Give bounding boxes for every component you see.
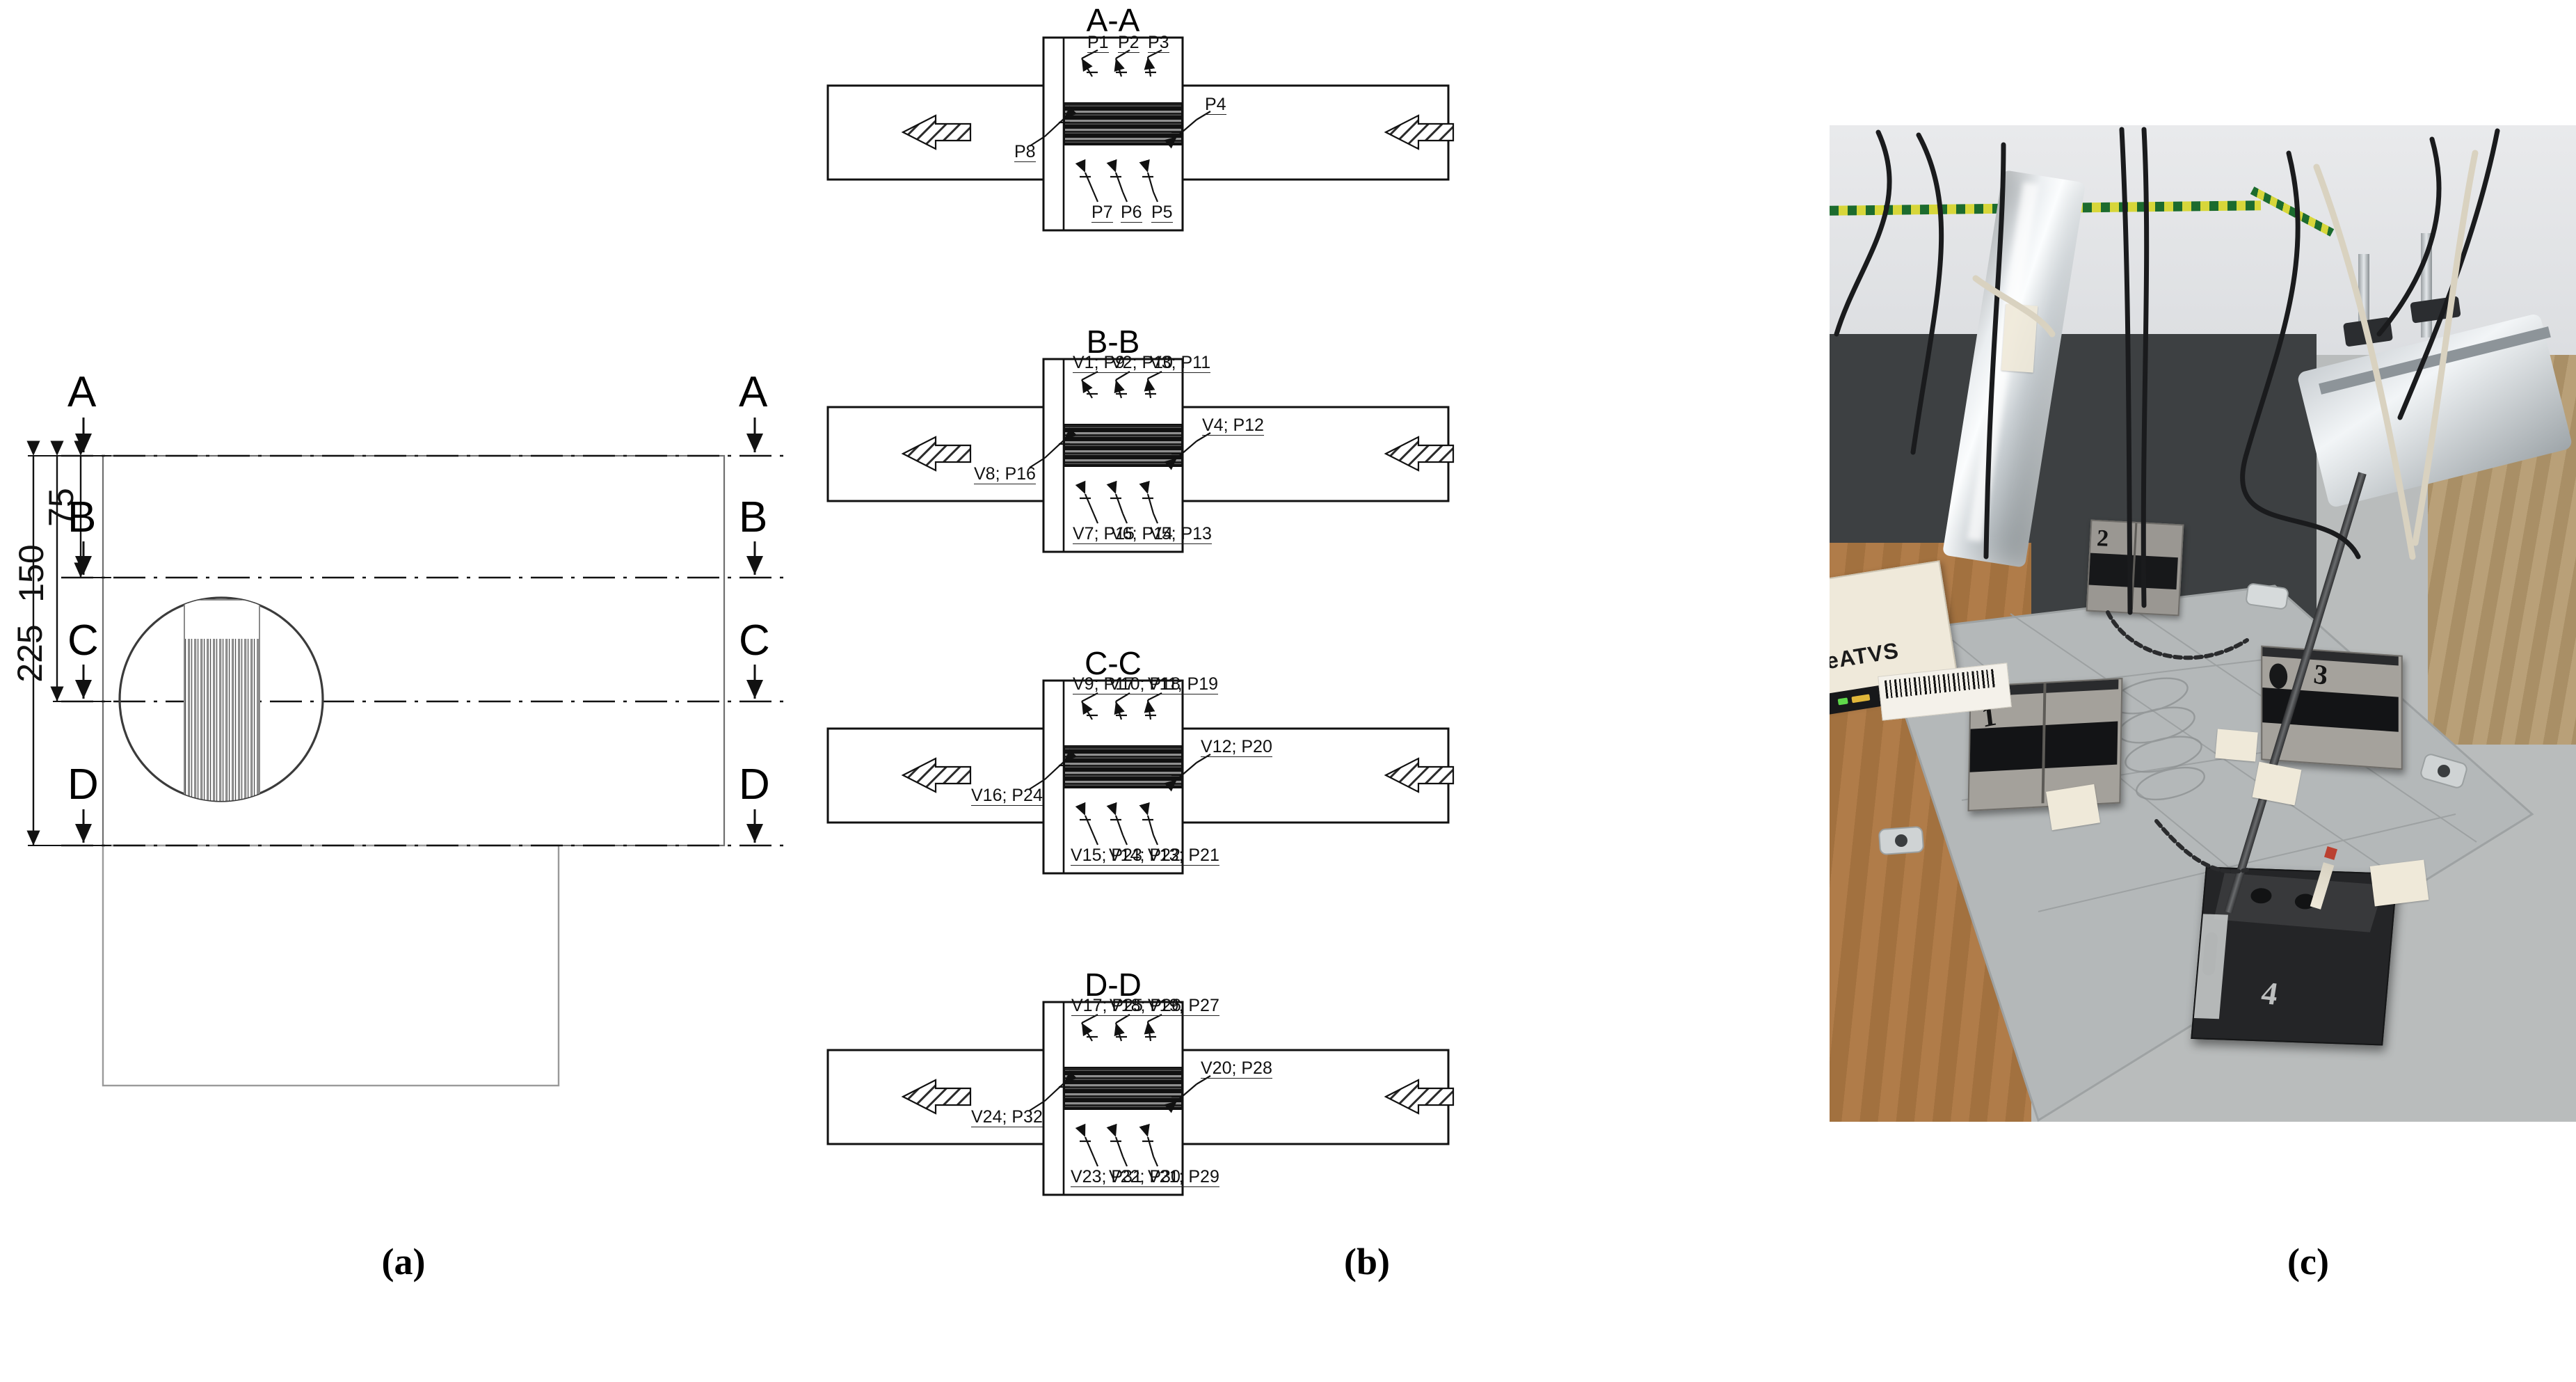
- section-bb-geometry: [826, 358, 1455, 553]
- section-title-aa: A-A: [1086, 2, 1140, 38]
- probe-label-aa-bottom-2: P6: [1121, 202, 1142, 223]
- cables-overlay: [1834, 127, 2500, 874]
- probe-label-cc-top-2: V10; P18: [1109, 674, 1181, 695]
- section-title-cc: C-C: [1085, 645, 1142, 681]
- caption-c: (c): [2287, 1241, 2329, 1282]
- probe-label-aa-top-3: P3: [1148, 33, 1169, 54]
- section-marker-right-b: B: [739, 493, 768, 541]
- section-title-dd: D-D: [1085, 967, 1142, 1003]
- caption-b: (b): [1344, 1241, 1390, 1282]
- probe-label-aa-left: P8: [1014, 142, 1036, 163]
- probe-label-aa-bottom-1: P7: [1091, 202, 1113, 223]
- probe-label-cc-top-1: V9; P17: [1073, 674, 1135, 695]
- probe-label-bb-bottom-2: V6; P14: [1111, 524, 1173, 545]
- section-marker-left-c: C: [67, 617, 99, 665]
- probe-label-dd-left: V24; P32: [971, 1107, 1043, 1128]
- section-marker-right-c: C: [739, 617, 770, 665]
- probe-label-cc-bottom-1: V15; P23: [1071, 845, 1142, 866]
- panel-c-photograph: 2 1 3 4: [1830, 125, 2576, 1122]
- panel-a-dimension-drawing: 225 150 75 A B C D A B C D: [0, 0, 821, 1379]
- probe-label-bb-left: V8; P16: [974, 464, 1036, 485]
- section-aa-geometry: [826, 36, 1455, 232]
- caption-a: (a): [381, 1241, 426, 1282]
- probe-label-cc-right: V12; P20: [1201, 737, 1272, 758]
- probe-label-bb-right: V4; P12: [1202, 415, 1264, 436]
- probe-label-bb-bottom-3: V5; P13: [1150, 524, 1212, 545]
- section-title-bb: B-B: [1086, 324, 1140, 360]
- probe-label-aa-top-2: P2: [1118, 33, 1139, 54]
- probe-label-cc-top-3: V11; P19: [1148, 674, 1219, 695]
- section-marker-left-a: A: [67, 368, 97, 416]
- probe-label-bb-top-2: V2; P10: [1111, 353, 1173, 374]
- probe-label-aa-bottom-3: P5: [1151, 202, 1173, 223]
- panel-a-svg: [26, 418, 786, 1087]
- probe-label-dd-top-2: V18; P26: [1110, 996, 1181, 1017]
- probe-label-cc-left: V16; P24: [971, 786, 1043, 807]
- section-marker-left-d: D: [67, 761, 99, 809]
- probe-label-dd-top-3: V19; P27: [1148, 996, 1219, 1017]
- probe-label-dd-bottom-3: V21; P29: [1148, 1167, 1219, 1188]
- panel-b-svg: [826, 36, 1455, 1196]
- probe-label-bb-bottom-1: V7; P15: [1073, 524, 1135, 545]
- probe-label-bb-top-3: V3; P11: [1150, 353, 1211, 374]
- section-cc-geometry: [826, 679, 1455, 875]
- lab-rig-photo: 2 1 3 4: [1830, 125, 2576, 1122]
- probe-label-aa-top-1: P1: [1087, 33, 1109, 54]
- probe-label-cc-bottom-2: V14; P22: [1109, 845, 1181, 866]
- probe-label-bb-top-1: V1; P9: [1073, 353, 1126, 374]
- probe-label-dd-right: V20; P28: [1201, 1058, 1272, 1079]
- section-marker-right-d: D: [739, 761, 770, 809]
- section-marker-right-a: A: [739, 368, 768, 416]
- section-dd-geometry: [826, 1001, 1455, 1196]
- section-marker-left-b: B: [67, 493, 97, 541]
- probe-label-dd-bottom-1: V23; P31: [1071, 1167, 1142, 1188]
- probe-label-dd-top-1: V17; P25: [1071, 996, 1143, 1017]
- panel-b-section-views: A-A B-B C-C D-D P1 P2 P3 P4 P7 P6 P5 P8 …: [821, 0, 1830, 1379]
- probe-label-dd-bottom-2: V22; P30: [1109, 1167, 1181, 1188]
- probe-label-cc-bottom-3: V13; P21: [1148, 845, 1219, 866]
- probe-label-aa-right: P4: [1205, 95, 1226, 116]
